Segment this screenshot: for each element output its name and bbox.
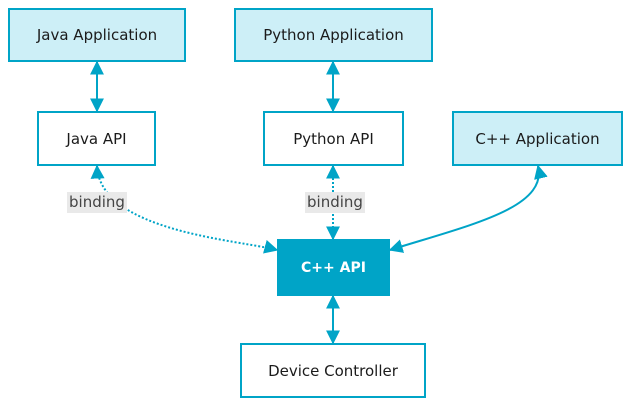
python-binding-label: binding: [305, 192, 365, 213]
java-api-node: Java API: [37, 111, 156, 166]
python-application-label: Python Application: [263, 26, 404, 44]
edge-java-api-cpp-api-binding: [90, 164, 279, 254]
cpp-application-node: C++ Application: [452, 111, 623, 166]
java-application-label: Java Application: [36, 26, 158, 44]
edge-cpp-app-cpp-api: [388, 164, 548, 253]
java-application-node: Java Application: [8, 8, 186, 62]
cpp-api-node: C++ API: [277, 239, 390, 296]
cpp-application-label: C++ Application: [475, 129, 600, 148]
python-application-node: Python Application: [234, 8, 433, 62]
java-api-label: Java API: [66, 129, 127, 148]
python-api-node: Python API: [263, 111, 404, 166]
python-api-label: Python API: [293, 129, 374, 148]
java-binding-label: binding: [67, 192, 127, 213]
cpp-api-label: C++ API: [301, 259, 366, 276]
device-controller-node: Device Controller: [240, 343, 426, 398]
device-controller-label: Device Controller: [268, 361, 398, 380]
